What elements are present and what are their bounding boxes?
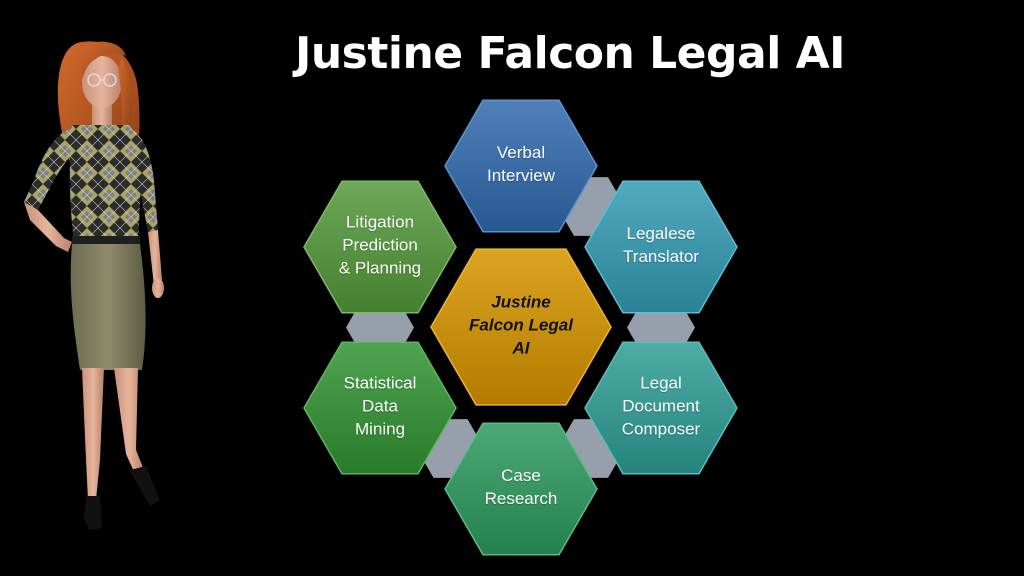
hexagon-legalese	[584, 180, 738, 314]
hexagon-litigation	[303, 180, 457, 314]
hex-label-verbal-interview: Verbal Interview	[486, 143, 556, 185]
page-title: Justine Falcon Legal AI	[294, 28, 846, 79]
hex-label-center: Justine Falcon Legal AI	[469, 292, 573, 358]
hexagon-document	[584, 341, 738, 475]
hex-label-statistical-data-mining: Statistical Data Mining	[343, 373, 417, 439]
woman-avatar-illustration	[24, 41, 164, 530]
hexagon-center	[430, 248, 612, 406]
hexagon-statistical	[303, 341, 457, 475]
hexagon-case	[444, 422, 598, 556]
hex-label-case-research: Case Research	[484, 466, 558, 508]
hexagon-verbal	[444, 99, 598, 233]
hex-label-legal-document-composer: Legal Document Composer	[621, 373, 701, 439]
hex-label-legalese-translator: Legalese Translator	[623, 224, 699, 266]
hex-label-litigation-prediction: Litigation Prediction & Planning	[338, 212, 422, 278]
